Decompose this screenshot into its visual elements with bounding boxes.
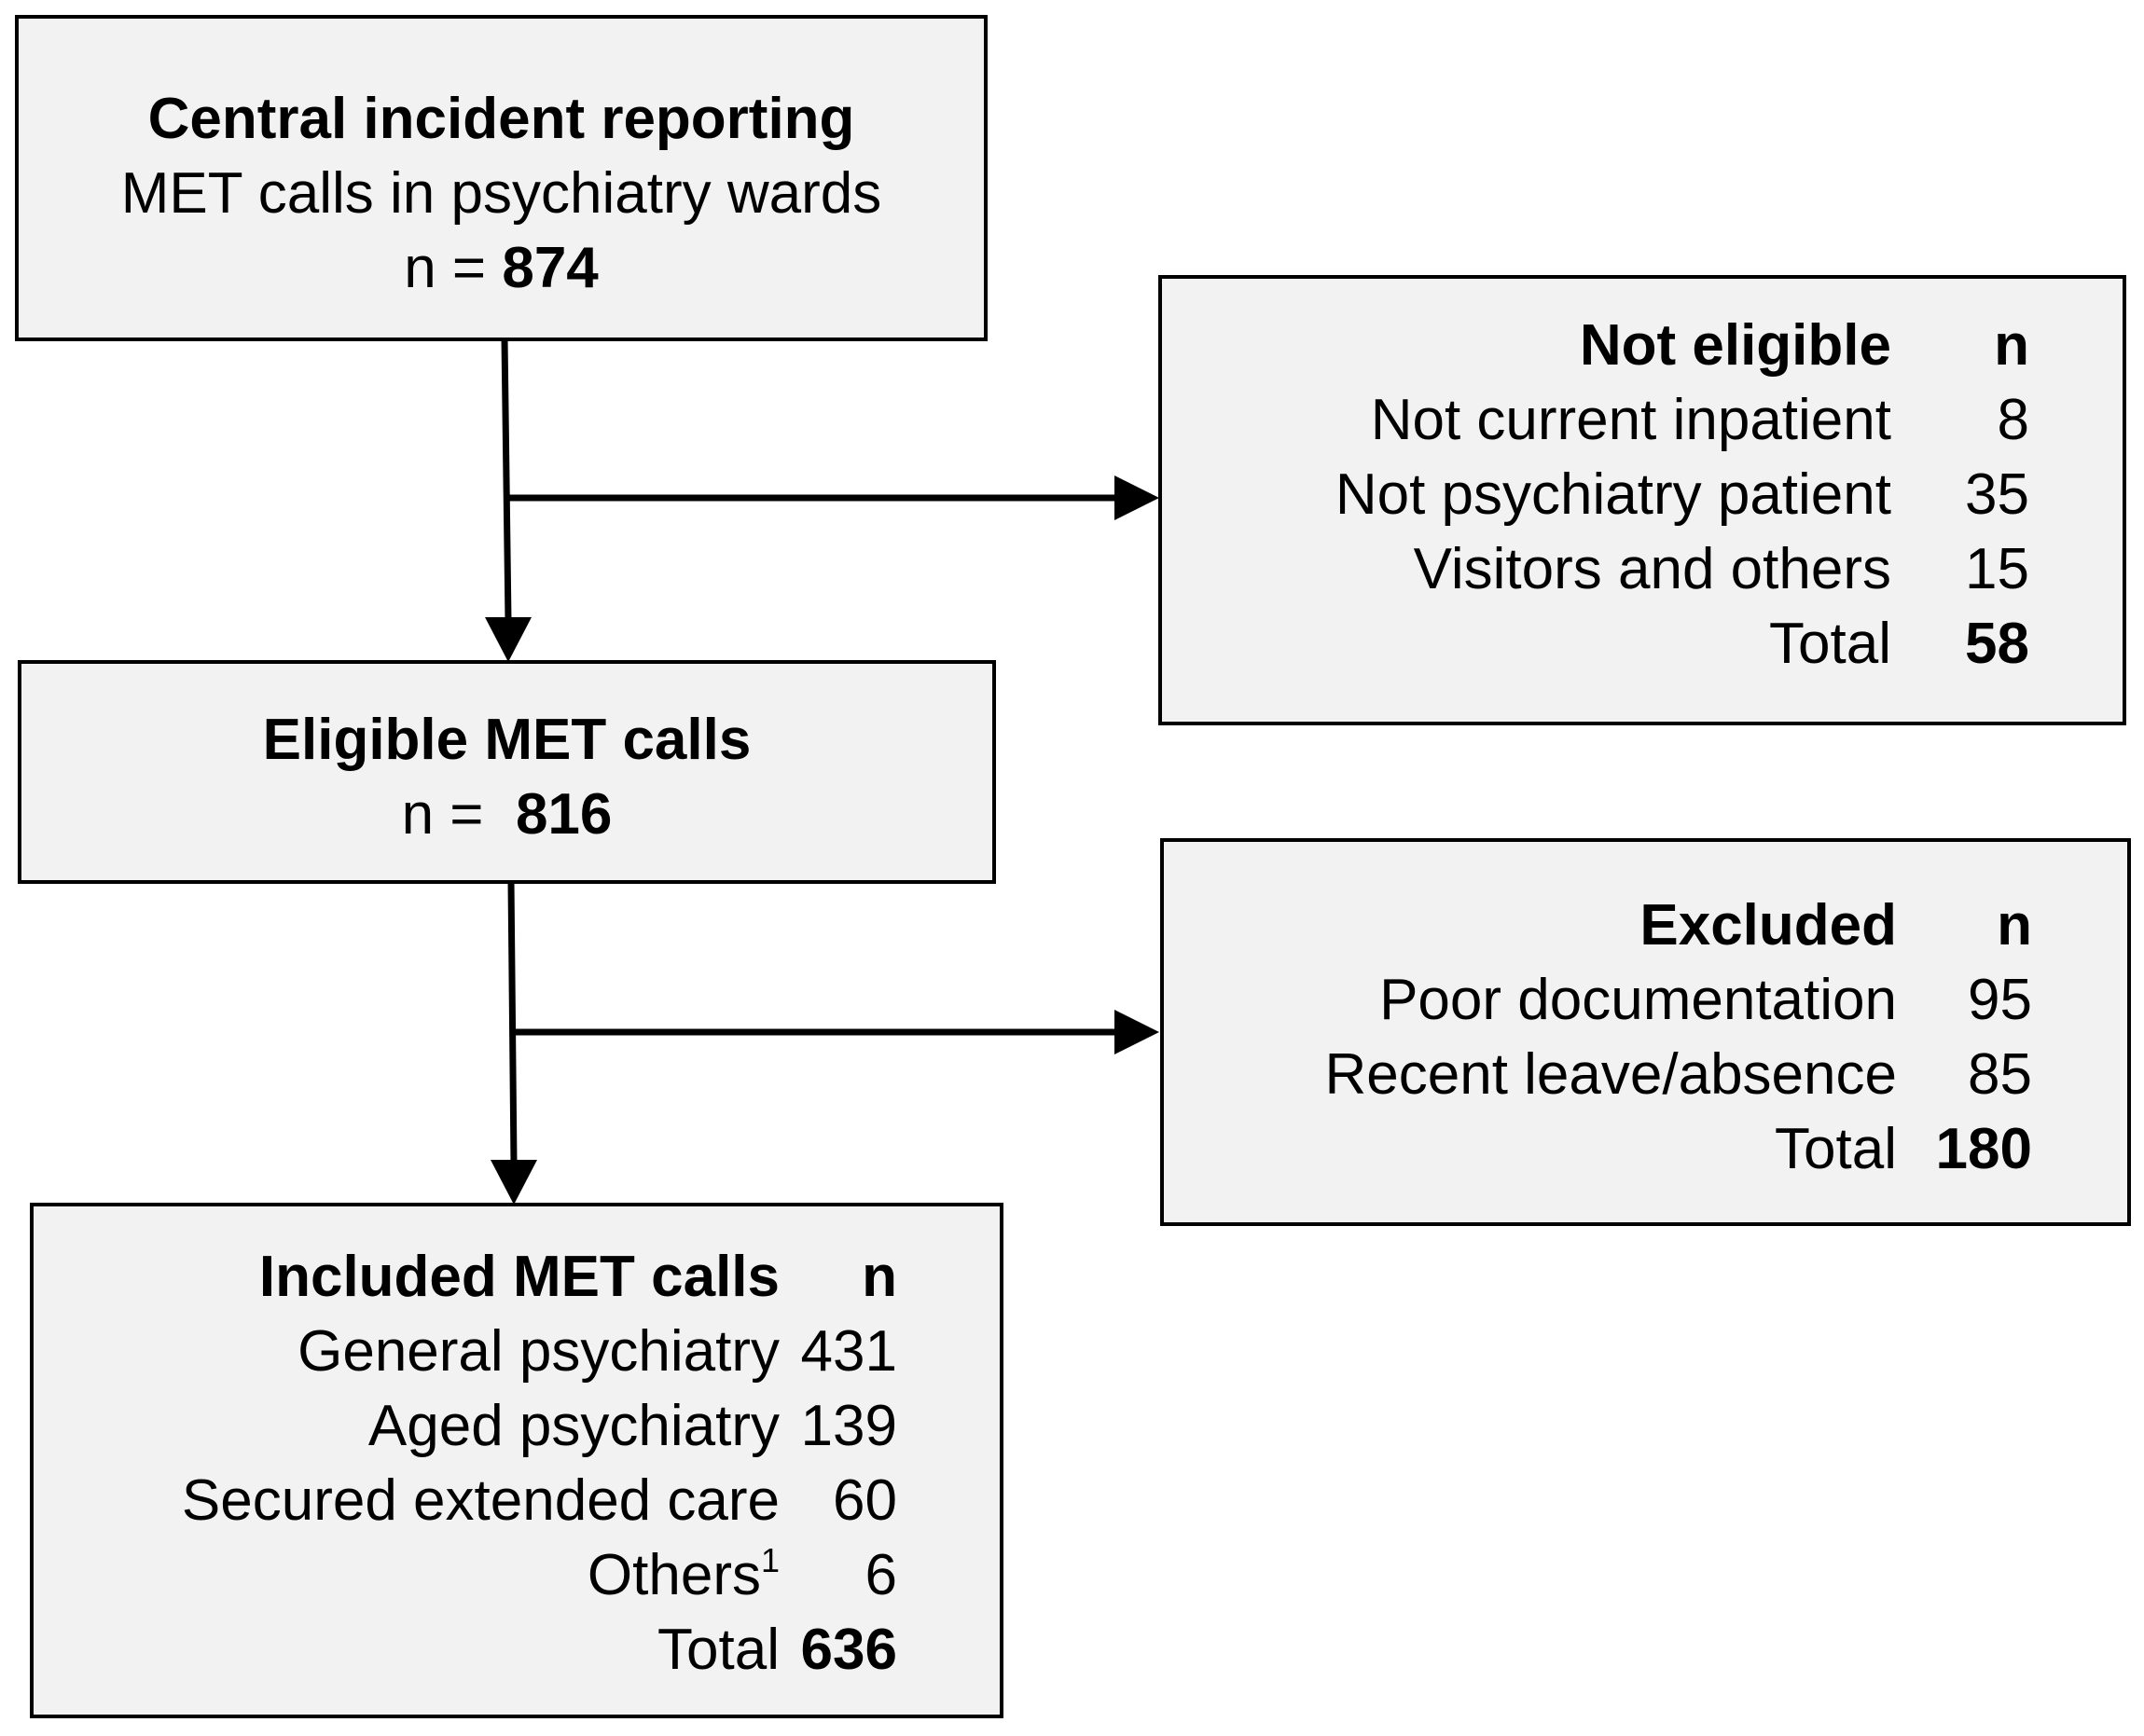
included-n-header: n xyxy=(862,1245,897,1309)
eligible-title: Eligible MET calls xyxy=(262,708,752,772)
included-row: General psychiatry 431 xyxy=(34,1315,1000,1389)
included-value: 60 xyxy=(833,1468,897,1533)
excluded-label: Recent leave/absence xyxy=(1324,1042,1897,1107)
excluded-header-row: Excluded n xyxy=(1164,889,2127,963)
excluded-label: Poor documentation xyxy=(1379,968,1897,1032)
included-value: 139 xyxy=(800,1394,897,1458)
excluded-n-header: n xyxy=(1997,893,2032,958)
not-eligible-n-header: n xyxy=(1994,313,2029,378)
excluded-total-value: 180 xyxy=(1935,1117,2032,1181)
included-total-value: 636 xyxy=(800,1618,897,1682)
arrow-right-not-eligible xyxy=(1114,475,1159,520)
arrow-down-eligible xyxy=(485,617,532,662)
source-title: Central incident reporting xyxy=(147,87,855,151)
not-eligible-total-label: Total xyxy=(1769,612,1891,676)
not-eligible-label: Visitors and others xyxy=(1413,537,1891,601)
included-row: Aged psychiatry 139 xyxy=(34,1389,1000,1464)
included-label: General psychiatry xyxy=(297,1319,780,1384)
arrow-right-excluded xyxy=(1114,1010,1159,1054)
not-eligible-row: Not current inpatient 8 xyxy=(1162,383,2123,458)
not-eligible-total-value: 58 xyxy=(1965,612,2029,676)
included-header: Included MET calls xyxy=(258,1245,780,1309)
not-eligible-row: Visitors and others 15 xyxy=(1162,532,2123,607)
source-n-prefix: n = xyxy=(404,236,503,300)
excluded-value: 95 xyxy=(1968,968,2032,1032)
connector-source-to-eligible xyxy=(501,338,512,622)
included-total-label: Total xyxy=(657,1618,780,1682)
included-row: Secured extended care 60 xyxy=(34,1464,1000,1538)
excluded-total-label: Total xyxy=(1775,1117,1897,1181)
not-eligible-label: Not current inpatient xyxy=(1370,388,1891,452)
not-eligible-value: 8 xyxy=(1997,388,2029,452)
included-label: Others xyxy=(587,1543,761,1607)
excluded-total-row: Total 180 xyxy=(1164,1112,2127,1187)
excluded-row: Recent leave/absence 85 xyxy=(1164,1038,2127,1112)
eligible-n-prefix: n = xyxy=(401,782,500,847)
connector-eligible-to-included xyxy=(507,881,518,1164)
included-value: 431 xyxy=(800,1319,897,1384)
excluded-box: Excluded n Poor documentation 95 Recent … xyxy=(1160,838,2131,1226)
not-eligible-value: 15 xyxy=(1965,537,2029,601)
not-eligible-box: Not eligible n Not current inpatient 8 N… xyxy=(1158,275,2126,725)
eligible-n-value: 816 xyxy=(515,782,613,847)
included-box: Included MET calls n General psychiatry … xyxy=(30,1203,1003,1718)
included-label: Secured extended care xyxy=(181,1468,780,1533)
eligible-count: n = 816 xyxy=(21,778,992,852)
included-total-row: Total 636 xyxy=(34,1613,1000,1688)
footnote-marker: 1 xyxy=(760,1541,780,1579)
excluded-value: 85 xyxy=(1968,1042,2032,1107)
source-n-value: 874 xyxy=(502,236,599,300)
not-eligible-row: Not psychiatry patient 35 xyxy=(1162,458,2123,532)
not-eligible-label: Not psychiatry patient xyxy=(1335,462,1891,527)
arrow-down-included xyxy=(491,1160,537,1205)
included-row: Others1 6 xyxy=(34,1538,1000,1613)
source-subtitle: MET calls in psychiatry wards xyxy=(120,161,882,226)
included-label-others: Others1 xyxy=(588,1538,780,1613)
not-eligible-value: 35 xyxy=(1965,462,2029,527)
excluded-row: Poor documentation 95 xyxy=(1164,963,2127,1038)
not-eligible-total-row: Total 58 xyxy=(1162,607,2123,682)
eligible-box: Eligible MET calls n = 816 xyxy=(18,660,996,884)
not-eligible-header-row: Not eligible n xyxy=(1162,309,2123,383)
excluded-header: Excluded xyxy=(1639,893,1897,958)
included-value: 6 xyxy=(865,1543,897,1607)
included-header-row: Included MET calls n xyxy=(34,1240,1000,1315)
not-eligible-header: Not eligible xyxy=(1579,313,1891,378)
source-box: Central incident reporting MET calls in … xyxy=(15,15,988,341)
source-count: n = 874 xyxy=(19,231,984,306)
included-label: Aged psychiatry xyxy=(367,1394,780,1458)
